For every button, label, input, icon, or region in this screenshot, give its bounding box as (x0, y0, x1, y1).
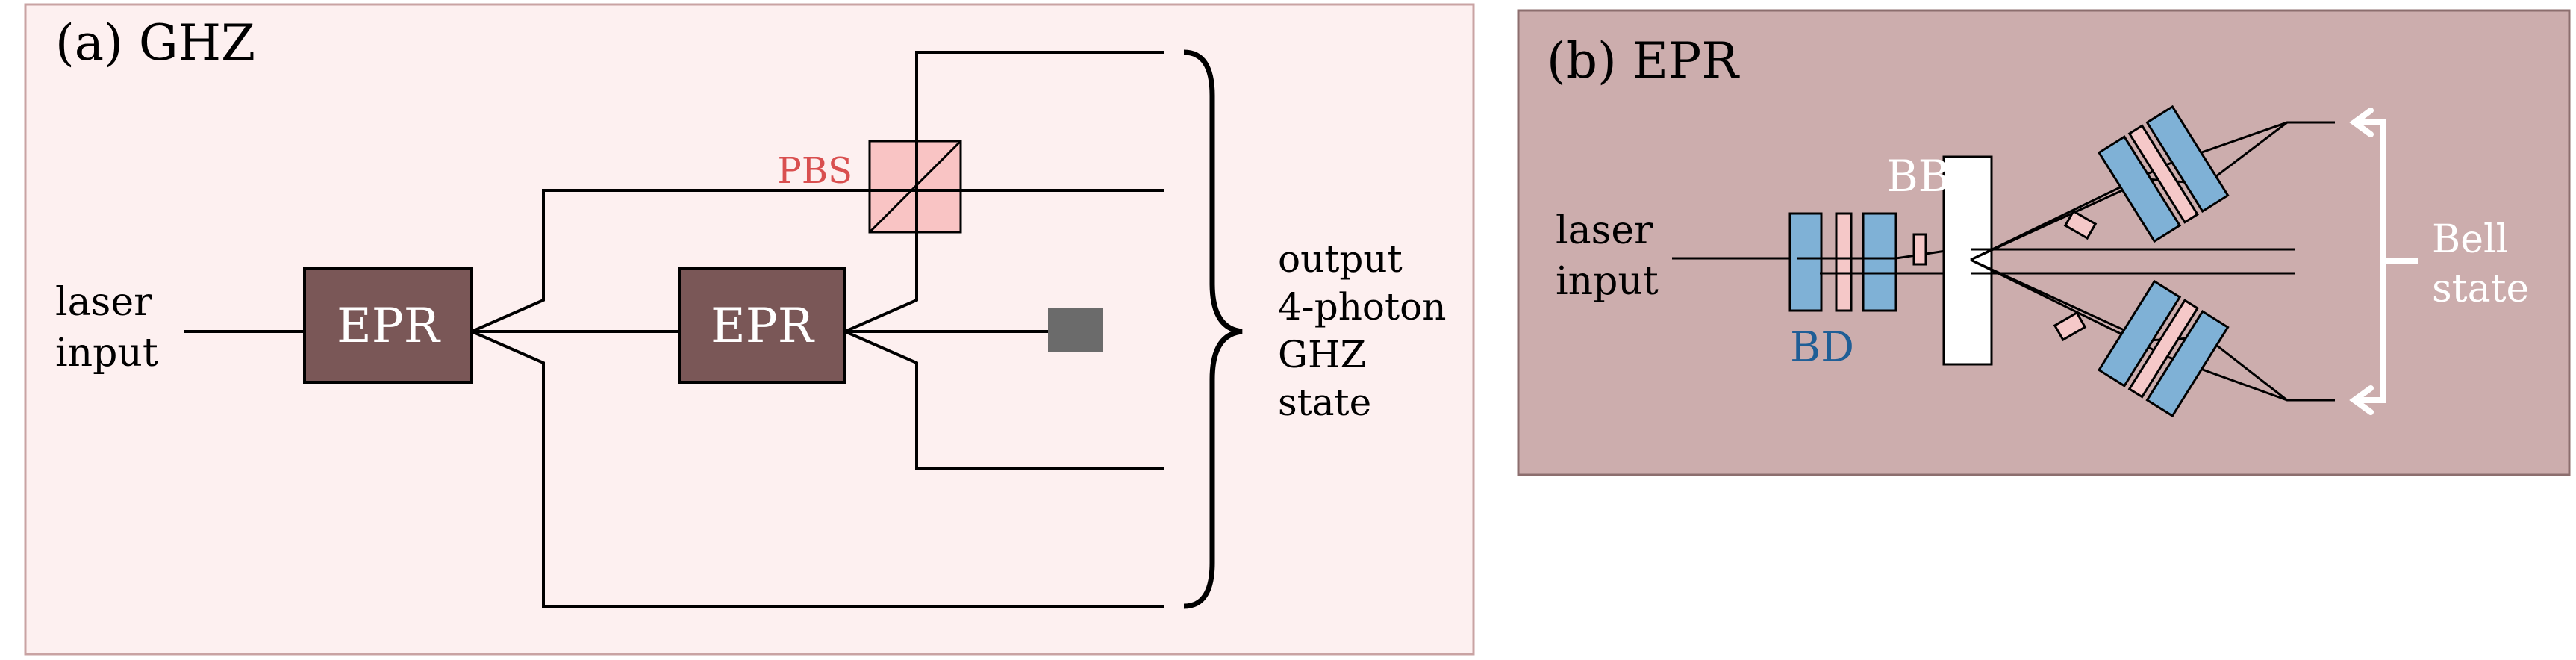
panel-b-title: (b) EPR (1547, 32, 1740, 90)
bell-state-label: Bell state (2432, 217, 2529, 311)
epr2-output-lower (844, 330, 1164, 470)
bell-arrow-bottom-icon (2349, 385, 2374, 415)
bd-lower-2 (2145, 310, 2230, 418)
beam-block (1048, 308, 1103, 352)
lower-small-plate (2053, 311, 2087, 342)
upper-crystal-group (2097, 105, 2230, 243)
bd-upper-1 (2097, 135, 2182, 243)
bd-input-1 (1788, 212, 1823, 312)
compensator-plate (1912, 233, 1927, 266)
pbs-label: PBS (778, 150, 852, 192)
panel-a-laser-label: laser input (55, 280, 164, 376)
bd-label: BD (1790, 323, 1854, 372)
bd-upper-2 (2145, 105, 2230, 213)
epr-source-1 (303, 267, 473, 384)
bd-input-2 (1862, 212, 1897, 312)
panel-a-title: (a) GHZ (55, 14, 255, 72)
panel-b: (b) EPR laser input BD BBO (1517, 9, 2571, 476)
bbo-label: BBO (1886, 151, 1986, 202)
hwp-input (1835, 212, 1853, 312)
epr-source-2 (678, 267, 846, 384)
output-label: output 4-photon GHZ state (1278, 237, 1458, 424)
epr1-output-upper (471, 189, 1164, 333)
epr1-output-lower (471, 330, 1164, 608)
output-brace (1183, 49, 1243, 609)
panel-a: (a) GHZ laser input EPR EPR PBS (24, 3, 1475, 656)
bell-arrow-top-icon (2349, 108, 2374, 137)
lower-crystal-group (2097, 279, 2230, 418)
hwp-lower (2127, 299, 2199, 399)
panel-b-laser-label: laser input (1556, 208, 1665, 304)
bbo-crystal (1942, 155, 1993, 366)
bd-lower-1 (2097, 279, 2182, 387)
bell-bracket (2354, 119, 2418, 403)
epr-source-2-label: EPR (711, 299, 815, 354)
upper-arm-beam-1 (1970, 121, 2335, 261)
lower-arm-beam-1 (1970, 258, 2335, 402)
upper-small-plate (2063, 209, 2098, 240)
panel-b-background (1517, 9, 2571, 476)
epr-source-1-label: EPR (337, 299, 441, 354)
hwp-upper (2127, 124, 2199, 224)
